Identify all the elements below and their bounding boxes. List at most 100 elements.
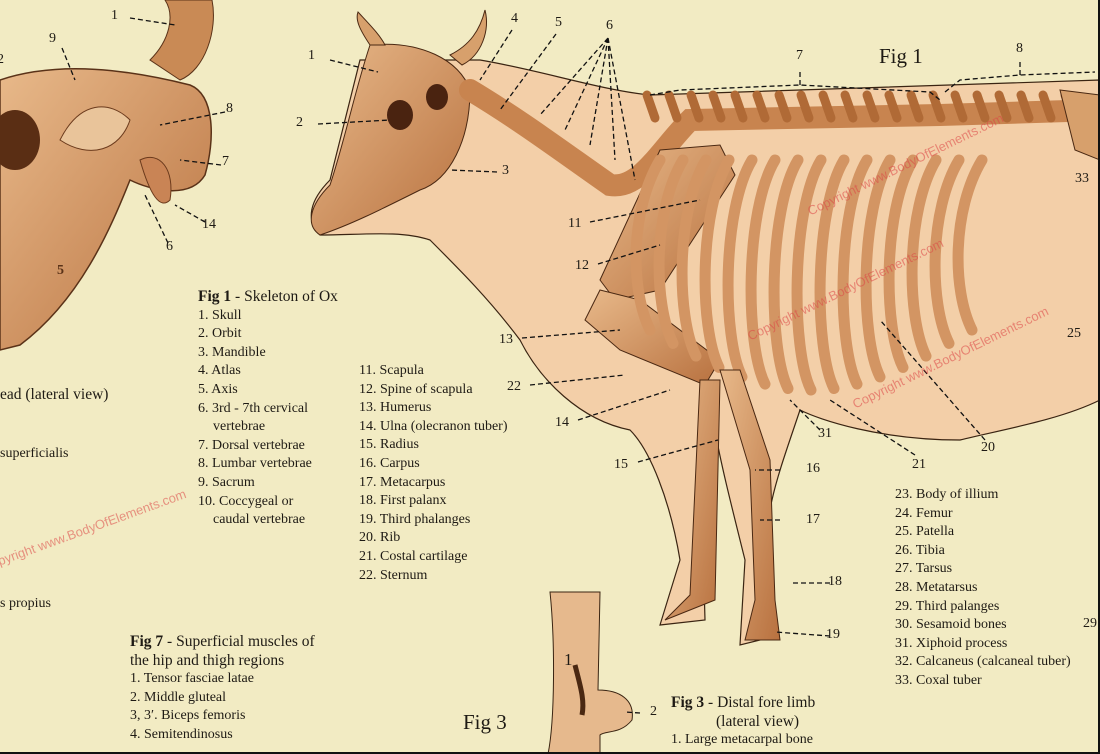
legend-item: 2. Middle gluteal bbox=[130, 689, 227, 705]
callout: 5 bbox=[555, 15, 562, 30]
legend-item: 28. Metatarsus bbox=[895, 579, 978, 595]
legend-item: superficialis bbox=[0, 446, 69, 461]
legend-item: 5. Axis bbox=[198, 381, 238, 397]
legend-item: 6. 3rd - 7th cervical bbox=[198, 400, 309, 416]
callout: 2 bbox=[296, 115, 303, 130]
legend-item: 21. Costal cartilage bbox=[359, 548, 468, 564]
callout: 22 bbox=[507, 379, 521, 394]
vertebra-spine bbox=[642, 90, 660, 123]
ox-head-lateral-illustration bbox=[0, 0, 214, 351]
legend-item: 3. Mandible bbox=[198, 344, 266, 360]
vertebra-spine bbox=[708, 90, 726, 123]
rib bbox=[883, 154, 919, 373]
rib bbox=[745, 154, 781, 390]
vertebra-spine bbox=[928, 90, 946, 123]
callout: 33 bbox=[1075, 171, 1089, 186]
legend-item: 24. Femur bbox=[895, 505, 953, 521]
fig3-label: Fig 3 bbox=[463, 710, 507, 734]
legend-item: 19. Third phalanges bbox=[359, 511, 471, 527]
legend-item: 30. Sesamoid bones bbox=[895, 617, 1007, 633]
rib bbox=[837, 154, 873, 390]
callout: 19 bbox=[826, 627, 840, 642]
legend-item: 20. Rib bbox=[359, 530, 401, 546]
legend-item: 2. Orbit bbox=[198, 326, 242, 342]
legend-item: 22. Sternum bbox=[359, 567, 428, 583]
callout: 1 bbox=[308, 48, 315, 63]
callout: 1 bbox=[564, 650, 573, 669]
rib bbox=[860, 154, 896, 383]
fig3-title-line2: (lateral view) bbox=[716, 712, 800, 730]
callout: 13 bbox=[499, 332, 513, 347]
legend-item: 1. Tensor fasciae latae bbox=[130, 671, 254, 687]
legend-item: 26. Tibia bbox=[895, 542, 945, 558]
callout: 7 bbox=[222, 154, 229, 169]
vertebra-spine bbox=[774, 90, 792, 123]
rib bbox=[676, 154, 712, 362]
callout: 6 bbox=[606, 18, 613, 33]
legend-item: 17. Metacarpus bbox=[359, 474, 446, 490]
callout: 15 bbox=[614, 457, 628, 472]
vertebra-spine bbox=[862, 90, 880, 123]
legend-item: 9. Sacrum bbox=[198, 474, 255, 490]
rib bbox=[814, 154, 850, 394]
legend-item: 1. Large metacarpal bone bbox=[671, 732, 814, 748]
legend-item: 15. Radius bbox=[359, 437, 419, 453]
legend-item: s propius bbox=[0, 596, 51, 611]
callout: 1 bbox=[111, 8, 118, 23]
fig7-legend: Fig 7 - Superficial muscles of the hip a… bbox=[130, 633, 315, 745]
legend-item: 4. Semitendinosus bbox=[130, 726, 233, 742]
vertebra-spine bbox=[664, 90, 682, 123]
callout: 4 bbox=[511, 11, 518, 26]
legend-item: 31. Xiphoid process bbox=[895, 635, 1008, 651]
vertebra-spine bbox=[906, 90, 924, 123]
frame-border bbox=[1098, 0, 1100, 754]
vertebra-spine bbox=[1016, 90, 1034, 123]
vertebra-spine bbox=[730, 90, 748, 123]
vertebra-spine bbox=[994, 90, 1012, 123]
fig1-title: Fig 1 - Skeleton of Ox bbox=[198, 288, 338, 305]
callout: 5 bbox=[57, 263, 64, 278]
legend-item: 25. Patella bbox=[895, 524, 955, 540]
callout: 7 bbox=[796, 48, 803, 63]
callout: 17 bbox=[806, 512, 820, 527]
callout: 29 bbox=[1083, 616, 1097, 631]
legend-item: 18. First palanx bbox=[359, 493, 447, 509]
callout: 20 bbox=[981, 440, 995, 455]
callout: 11 bbox=[568, 216, 582, 231]
rib bbox=[929, 154, 965, 349]
rib bbox=[630, 154, 666, 336]
callout: 2 bbox=[650, 704, 657, 719]
rib bbox=[768, 154, 804, 394]
callout: 14 bbox=[202, 217, 216, 232]
head-figure-title: ead (lateral view) bbox=[0, 386, 109, 403]
callout: 16 bbox=[806, 461, 820, 476]
callout: 14 bbox=[555, 415, 569, 430]
legend-item: 10. Coccygeal or bbox=[198, 493, 294, 509]
vertebra-spine bbox=[818, 90, 836, 123]
rib bbox=[791, 154, 827, 396]
legend-item: caudal vertebrae bbox=[213, 512, 306, 528]
legend-item: 3, 3′. Biceps femoris bbox=[130, 708, 246, 724]
callout: 9 bbox=[49, 31, 56, 46]
callout: 21 bbox=[912, 457, 926, 472]
vertebra-spine bbox=[752, 90, 770, 123]
frame-border bbox=[0, 752, 1100, 754]
rib bbox=[653, 154, 689, 349]
legend-item: 4. Atlas bbox=[198, 363, 241, 379]
legend-item: 12. Spine of scapula bbox=[359, 381, 473, 397]
fig3-title: Fig 3 - Distal fore limb bbox=[671, 694, 816, 711]
callout: 12 bbox=[575, 258, 589, 273]
vertebra-spine bbox=[884, 90, 902, 123]
leader-lines bbox=[61, 17, 1096, 714]
fig7-title-line2: the hip and thigh regions bbox=[130, 651, 285, 669]
vertebra-spine bbox=[1038, 90, 1056, 123]
fig3-legend: Fig 3 - Distal fore limb (lateral view) … bbox=[671, 694, 815, 750]
legend-item: vertebrae bbox=[213, 419, 266, 435]
vertebra-spine bbox=[840, 90, 858, 123]
rib bbox=[952, 154, 988, 336]
callout: 8 bbox=[1016, 41, 1023, 56]
